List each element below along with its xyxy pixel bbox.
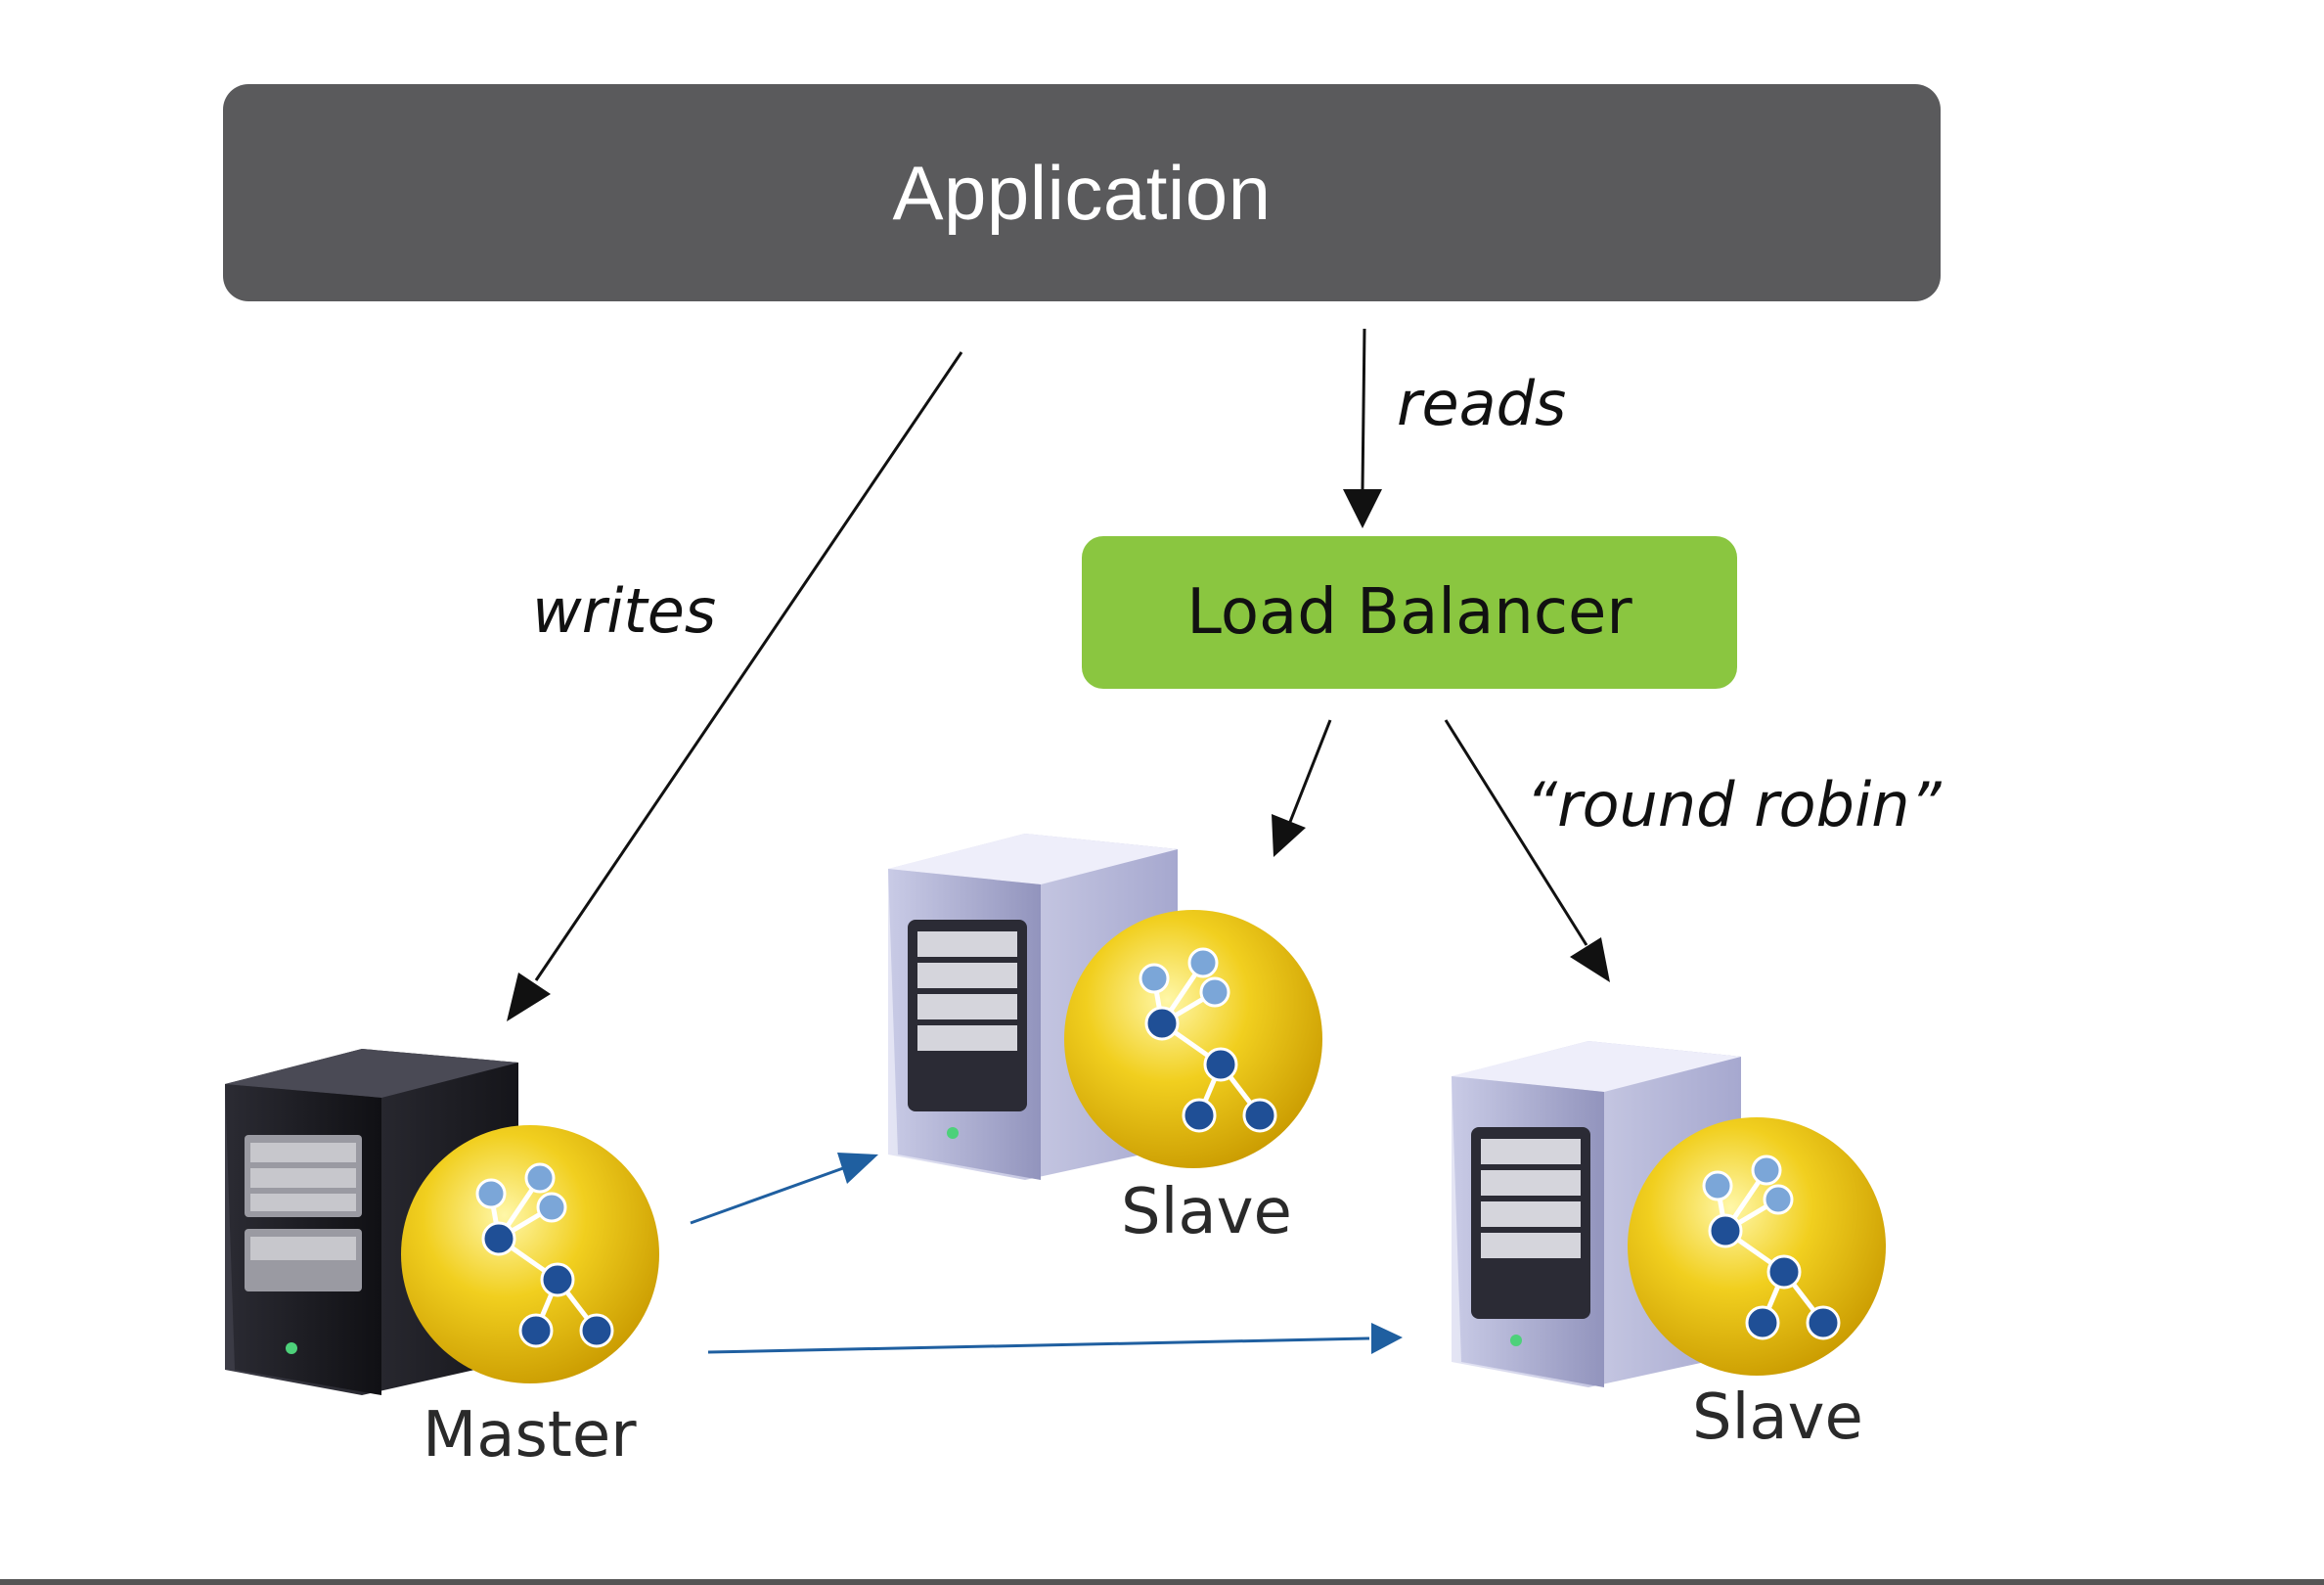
lb-to-slave2-arrowhead	[1570, 937, 1610, 982]
reads-arrowhead	[1343, 489, 1382, 528]
master-label: Master	[423, 1399, 637, 1472]
slave2-label: Slave	[1692, 1381, 1863, 1454]
slave1-label: Slave	[1121, 1176, 1292, 1248]
slave2-server-icon	[1452, 1041, 1886, 1387]
load-balancer-label: Load Balancer	[1186, 576, 1632, 649]
replication-slave1-arrowhead	[837, 1153, 878, 1184]
application-label: Application	[892, 149, 1272, 236]
replication-slave2-arrowhead	[1371, 1323, 1403, 1354]
slave1-server-icon	[888, 834, 1322, 1180]
lb-to-slave1-arrow	[1288, 719, 1332, 823]
replication-slave2-arrow	[707, 1336, 1370, 1354]
replication-slave1-arrow	[690, 1166, 844, 1225]
load-balancer-box: Load Balancer	[1082, 536, 1737, 689]
lb-to-slave1-arrowhead	[1272, 814, 1306, 857]
master-server-icon	[225, 1049, 659, 1395]
writes-arrowhead	[507, 973, 551, 1021]
lb-to-slave2-arrow	[1444, 719, 1588, 946]
bottom-divider	[0, 1579, 2324, 1585]
reads-arrow	[1361, 328, 1366, 490]
writes-arrow	[534, 351, 963, 981]
application-box: Application	[223, 84, 1941, 301]
reads-label: reads	[1397, 368, 1567, 439]
writes-label: writes	[532, 575, 717, 647]
round-robin-label: “round robin”	[1526, 769, 1942, 840]
